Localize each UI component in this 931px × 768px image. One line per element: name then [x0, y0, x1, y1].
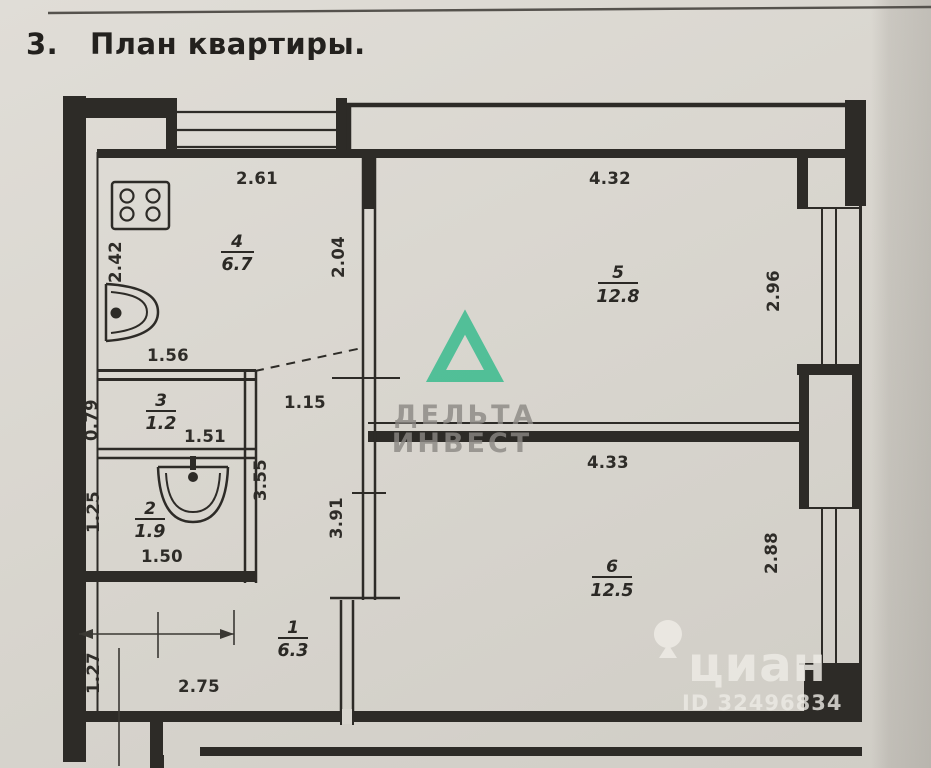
page-title: План квартиры.: [90, 27, 366, 61]
hall-dimension-line: [79, 610, 235, 766]
header-rule: [47, 5, 931, 15]
dim-room6-top: 4.33: [587, 453, 629, 472]
dim-room5-top: 4.32: [589, 169, 631, 188]
room-bath-area: 1.9: [134, 522, 165, 542]
room-labels: 4 6.7 5 12.8 6 12.5 3 1.2 2 1.9 1 6.3: [134, 232, 639, 661]
dim-kitchen-left: 2.42: [106, 241, 125, 283]
location-pin-icon: [653, 620, 682, 658]
dim-wc-bottom: 1.51: [184, 427, 226, 446]
dim-bath-left: 1.25: [84, 491, 103, 533]
dim-kitchen-sink: 1.56: [147, 346, 189, 365]
room-label-bath: 2 1.9: [134, 499, 165, 542]
dim-kitchen-right: 2.04: [329, 236, 348, 278]
room-label-hall: 1 6.3: [277, 618, 308, 661]
dim-room6-window: 2.88: [762, 532, 781, 574]
cian-listing-id: ID 32496834: [682, 691, 842, 715]
room-label-kitchen: 4 6.7: [221, 232, 254, 275]
dim-hall-left: 1.27: [84, 652, 103, 694]
dim-corridor-top: 1.15: [284, 393, 326, 412]
room-label-wc: 3 1.2: [145, 391, 176, 434]
floor-plan-walls: [63, 96, 866, 768]
room-hall-area: 6.3: [277, 641, 308, 661]
room-bath-number: 2: [144, 499, 156, 519]
dim-corridor-mid: 3.55: [251, 459, 270, 501]
room-5-area: 12.8: [596, 287, 639, 307]
delta-triangle-logo: [425, 309, 505, 382]
room-label-5: 5 12.8: [596, 263, 639, 307]
dimension-labels: 2.61 2.42 1.56 2.04 4.32 2.96 4.33 2.88 …: [82, 169, 783, 696]
room-kitchen-number: 4: [230, 232, 243, 252]
washbasin-icon: [156, 456, 230, 524]
cian-brand-text: циан: [688, 637, 827, 693]
room-wc-area: 1.2: [145, 414, 176, 434]
delta-invest-watermark: ДЕЛЬТА ИНВЕСТ: [392, 309, 537, 459]
room-label-6: 6 12.5: [590, 557, 633, 601]
dim-corridor-low: 3.91: [327, 497, 346, 539]
dim-hall-bottom: 2.75: [178, 677, 220, 696]
cian-watermark: циан ID 32496834: [653, 620, 842, 715]
room-6-number: 6: [606, 557, 618, 577]
kitchen-sink-icon: [104, 282, 160, 343]
dim-kitchen-top: 2.61: [236, 169, 278, 188]
room-kitchen-area: 6.7: [221, 255, 253, 275]
room-wc-number: 3: [155, 391, 167, 411]
delta-watermark-line1: ДЕЛЬТА: [394, 400, 537, 431]
room-hall-number: 1: [287, 618, 299, 638]
dim-room5-window: 2.96: [764, 270, 783, 312]
page-number: 3.: [26, 27, 58, 61]
stove-icon: [110, 180, 171, 231]
dim-bath-bottom: 1.50: [141, 547, 183, 566]
room-5-number: 5: [612, 263, 624, 283]
dim-wc-left: 0.79: [82, 399, 101, 441]
delta-watermark-line2: ИНВЕСТ: [392, 428, 532, 459]
room-6-area: 12.5: [590, 581, 633, 601]
